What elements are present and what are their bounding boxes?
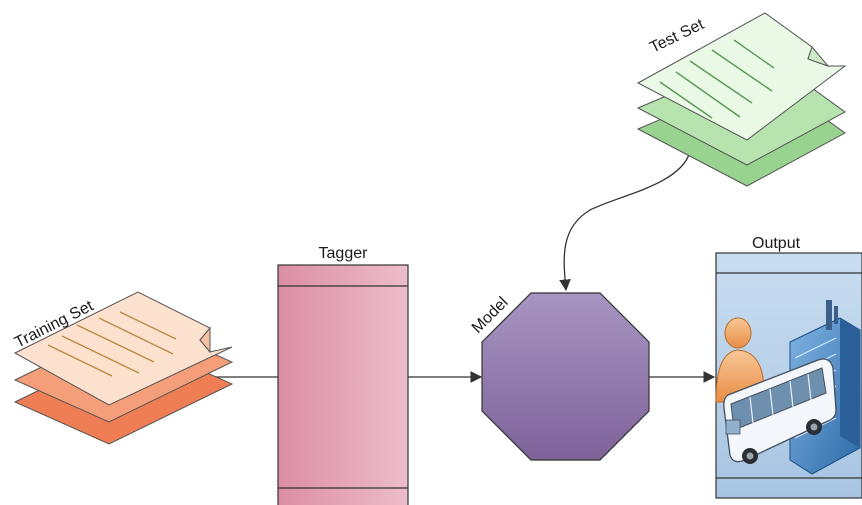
output-node: Output bbox=[715, 235, 862, 499]
output-label: Output bbox=[752, 235, 801, 252]
bus-icon bbox=[723, 358, 837, 464]
stacked-documents-icon bbox=[13, 291, 234, 445]
stacked-documents-icon bbox=[636, 12, 847, 187]
test-set-node: Test Set bbox=[636, 12, 847, 187]
connector-testset-to-model bbox=[559, 151, 691, 292]
tagger-node: Tagger bbox=[277, 245, 409, 505]
connectors bbox=[212, 151, 716, 383]
tagger-body bbox=[277, 264, 409, 505]
tagger-label: Tagger bbox=[319, 245, 369, 262]
model-node: Model bbox=[469, 292, 650, 461]
person-building-bus-icon bbox=[715, 300, 861, 475]
training-set-node: Training Set bbox=[12, 291, 234, 445]
model-octagon bbox=[481, 292, 650, 461]
